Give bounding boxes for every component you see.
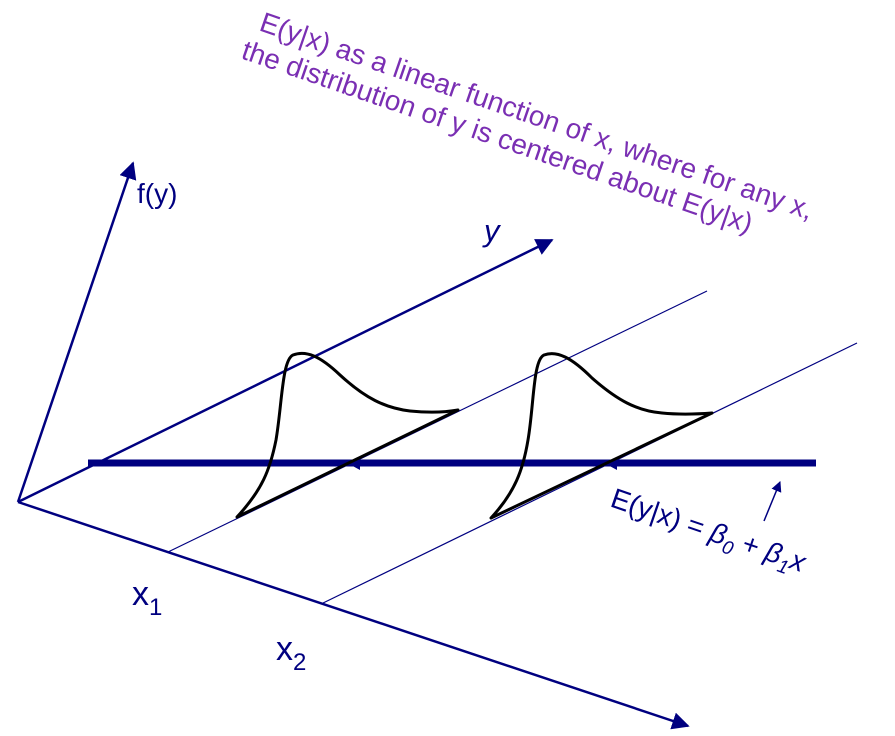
distribution-baseline-x1 xyxy=(236,408,459,519)
x2-guide-line xyxy=(320,342,858,605)
x1-tick-base: x xyxy=(132,575,149,613)
fy-axis-label: f(y) xyxy=(137,178,177,209)
distribution-baseline-x2 xyxy=(490,411,713,520)
regression-pointer-arrow xyxy=(763,481,782,522)
y-axis-label: y xyxy=(482,213,502,248)
distribution-curve-x2 xyxy=(489,352,714,520)
caption-line-1: E(y|x) as a linear function of x, where … xyxy=(256,6,817,225)
distribution-curve-x1 xyxy=(235,351,460,519)
caption-line-2: the distribution of y is centered about … xyxy=(238,34,757,238)
fy-axis-line xyxy=(16,161,137,503)
x1-tick-label: x1 xyxy=(132,575,162,621)
x2-tick-base: x xyxy=(276,630,293,668)
x1-tick-subscript: 1 xyxy=(149,594,162,621)
regression-marker-x1 xyxy=(349,458,360,470)
x2-tick-subscript: 2 xyxy=(293,649,306,676)
regression-equation-label: E(y|x) = β0 + β1x xyxy=(605,482,810,584)
x2-tick-label: x2 xyxy=(276,630,306,676)
x-axis-line xyxy=(17,500,690,730)
regression-equation-prefix: E(y|x) = xyxy=(607,482,716,545)
